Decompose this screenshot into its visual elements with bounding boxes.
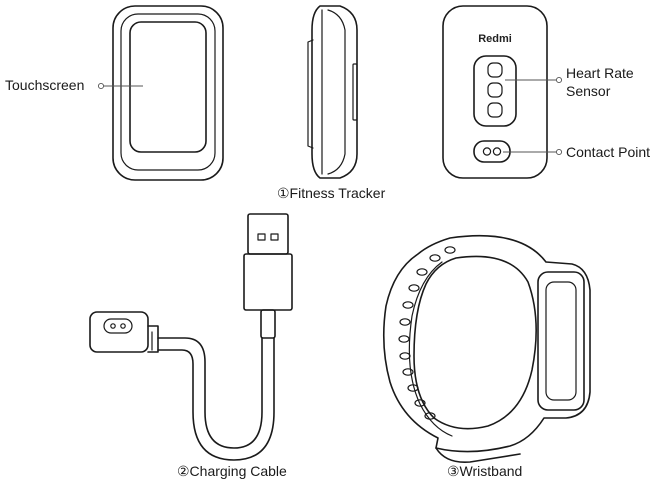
- touchscreen-label: Touchscreen: [5, 77, 84, 93]
- touchscreen-callout: Touchscreen: [5, 77, 143, 93]
- tracker-back-view: Redmi: [442, 5, 548, 179]
- tracker-front-view: [112, 5, 224, 181]
- fitness-tracker-caption: ①Fitness Tracker: [277, 185, 386, 201]
- brand-logo: Redmi: [478, 33, 512, 45]
- heart-rate-label-line1: Heart Rate: [566, 65, 634, 81]
- tracker-side-view: [307, 5, 358, 179]
- wristband-caption: ③Wristband: [447, 463, 522, 479]
- strap-holes: [398, 246, 456, 420]
- charging-cable-caption: ②Charging Cable: [177, 463, 287, 479]
- usb-plug: [247, 213, 289, 255]
- heart-rate-callout: Heart Rate Sensor: [505, 65, 634, 99]
- contact-point-label: Contact Point: [566, 144, 650, 160]
- heart-rate-sensor: [473, 55, 517, 127]
- touchscreen-area: [129, 21, 207, 153]
- wristband-drawing: [382, 235, 591, 464]
- charging-cable-drawing: [89, 213, 293, 461]
- contact-point-callout: Contact Point: [503, 144, 650, 160]
- magnetic-connector: [89, 311, 149, 353]
- heart-rate-label-line2: Sensor: [566, 83, 611, 99]
- contact-point: [473, 140, 511, 163]
